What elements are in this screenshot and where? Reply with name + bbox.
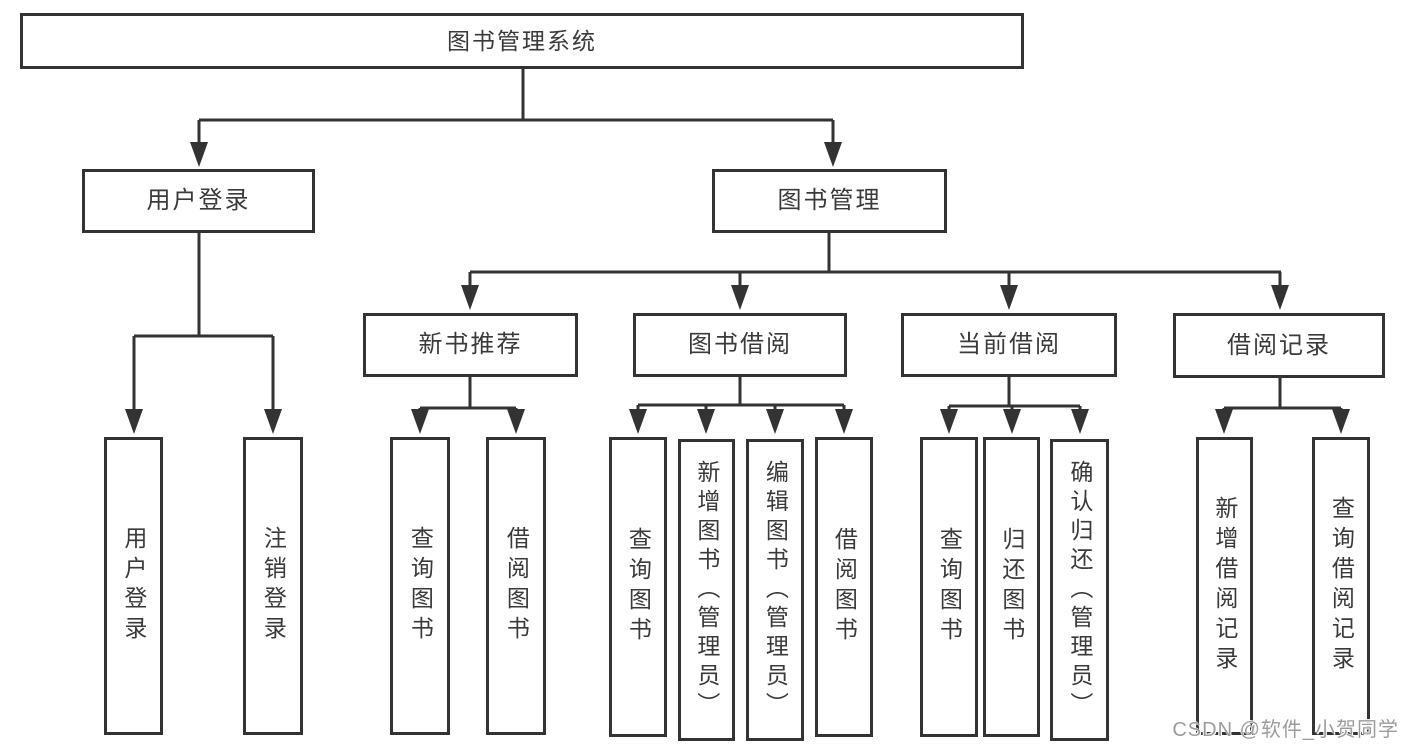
node-book-management: 图书管理 xyxy=(712,169,947,233)
leaf-newbook-borrow-book: 借阅图书 xyxy=(486,437,546,735)
leaf-borrow-borrow-book: 借阅图书 xyxy=(815,437,873,737)
leaf-newbook-query-book: 查询图书 xyxy=(390,437,450,735)
leaf-current-query-book: 查询图书 xyxy=(920,437,978,737)
node-book-borrow: 图书借阅 xyxy=(633,313,847,377)
node-borrow-records: 借阅记录 xyxy=(1173,313,1385,378)
node-root: 图书管理系统 xyxy=(20,13,1024,69)
leaf-logout: 注销登录 xyxy=(243,437,303,735)
leaf-borrow-add-book-admin: 新增图书（管理员） xyxy=(678,439,735,741)
leaf-current-confirm-return-admin: 确认归还（管理员） xyxy=(1050,439,1109,741)
node-current-borrow: 当前借阅 xyxy=(901,313,1117,377)
leaf-user-login: 用户登录 xyxy=(104,437,163,735)
leaf-records-query-record: 查询借阅记录 xyxy=(1312,437,1370,735)
leaf-records-add-record: 新增借阅记录 xyxy=(1196,437,1253,735)
leaf-borrow-query-book: 查询图书 xyxy=(609,437,667,737)
leaf-borrow-edit-book-admin: 编辑图书（管理员） xyxy=(746,439,804,741)
csdn-watermark: CSDN @软件_小贺同学 xyxy=(1172,719,1399,741)
node-login-branch: 用户登录 xyxy=(82,169,315,233)
node-new-book-recommend: 新书推荐 xyxy=(363,313,578,377)
leaf-current-return-book: 归还图书 xyxy=(983,437,1040,737)
